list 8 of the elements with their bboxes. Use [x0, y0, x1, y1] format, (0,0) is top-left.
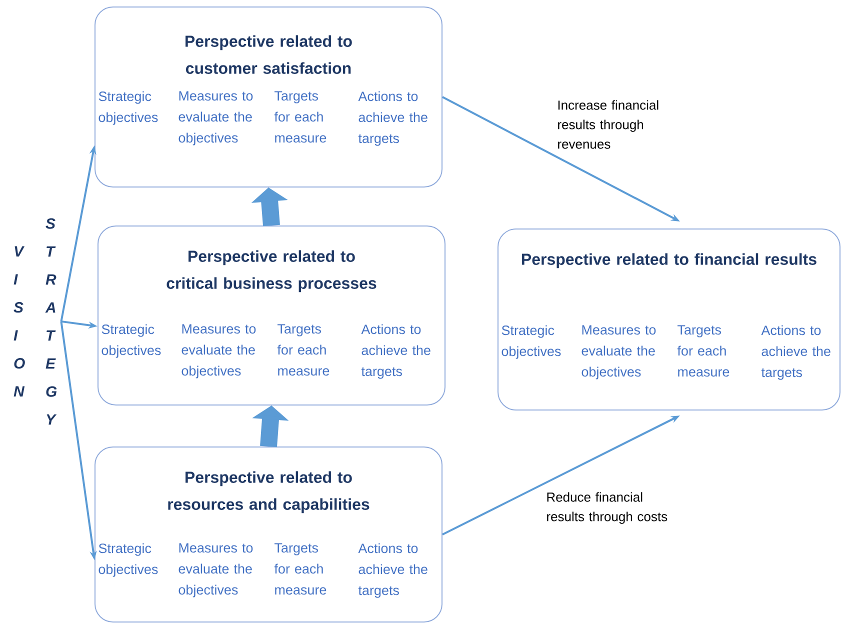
perspective-box: Perspective related to critical business processes Strategic objectives Measures to evaluate the objectives Targets for each measure Actions to achieve the targets	[98, 226, 446, 406]
perspective-box: Perspective related to financial results Strategic objectives Measures to evaluate the objectives Targets for each measure Actions to achieve the targets	[498, 228, 840, 410]
stacked-text: VISION	[14, 246, 25, 397]
stacked-text: STRATEGY	[45, 218, 57, 425]
edge-label: Reduce financial results through costs	[547, 492, 668, 524]
edge-label: Increase financial results through revenues	[558, 100, 658, 149]
perspective-box: Perspective related to customer satisfaction Strategic objectives Measures to evaluate the objectives Targets for each measure Actions to achieve the targets	[94, 6, 442, 188]
perspective-box: Perspective related to resources and capabilities Strategic objectives Measures to evaluate the objectives Targets for each measure Actions to achieve the targets	[94, 446, 442, 622]
